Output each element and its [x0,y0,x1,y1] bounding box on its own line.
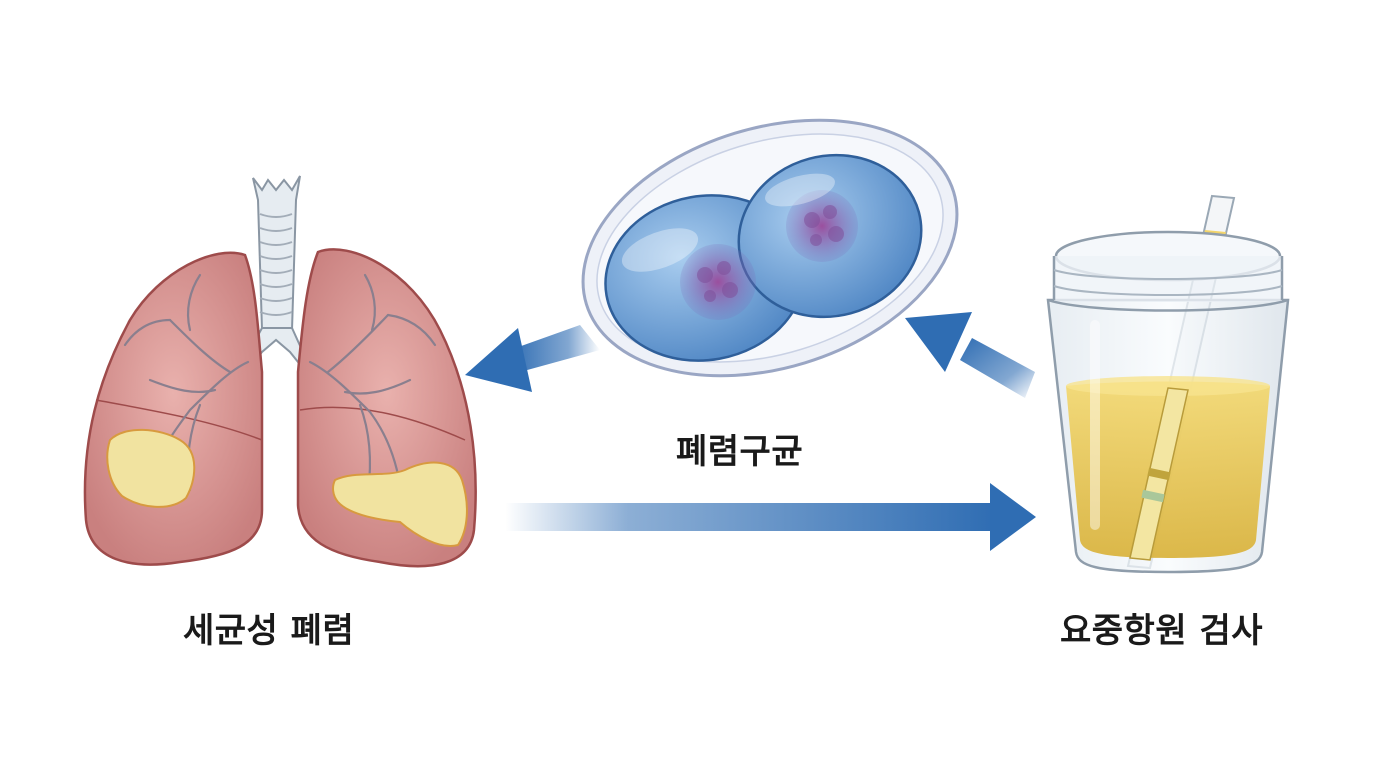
left-lung [83,251,264,566]
label-bacterial-pneumonia: 세균성 폐렴 [183,611,355,651]
diplococcus-icon [581,118,959,378]
arrow-to-bacterium [905,312,1035,398]
arrow-to-urine-test [505,483,1036,551]
lungs-icon [83,175,477,568]
label-pneumococcus: 폐렴구균 [676,432,804,472]
infection-right [332,461,468,547]
bronchial-tree [123,273,437,494]
infection-left [106,428,196,508]
label-urinary-antigen-test: 요중항원 검사 [1060,611,1264,651]
arrow-to-lung [465,325,600,392]
urine-cup-with-test-strip-icon [1046,194,1290,574]
